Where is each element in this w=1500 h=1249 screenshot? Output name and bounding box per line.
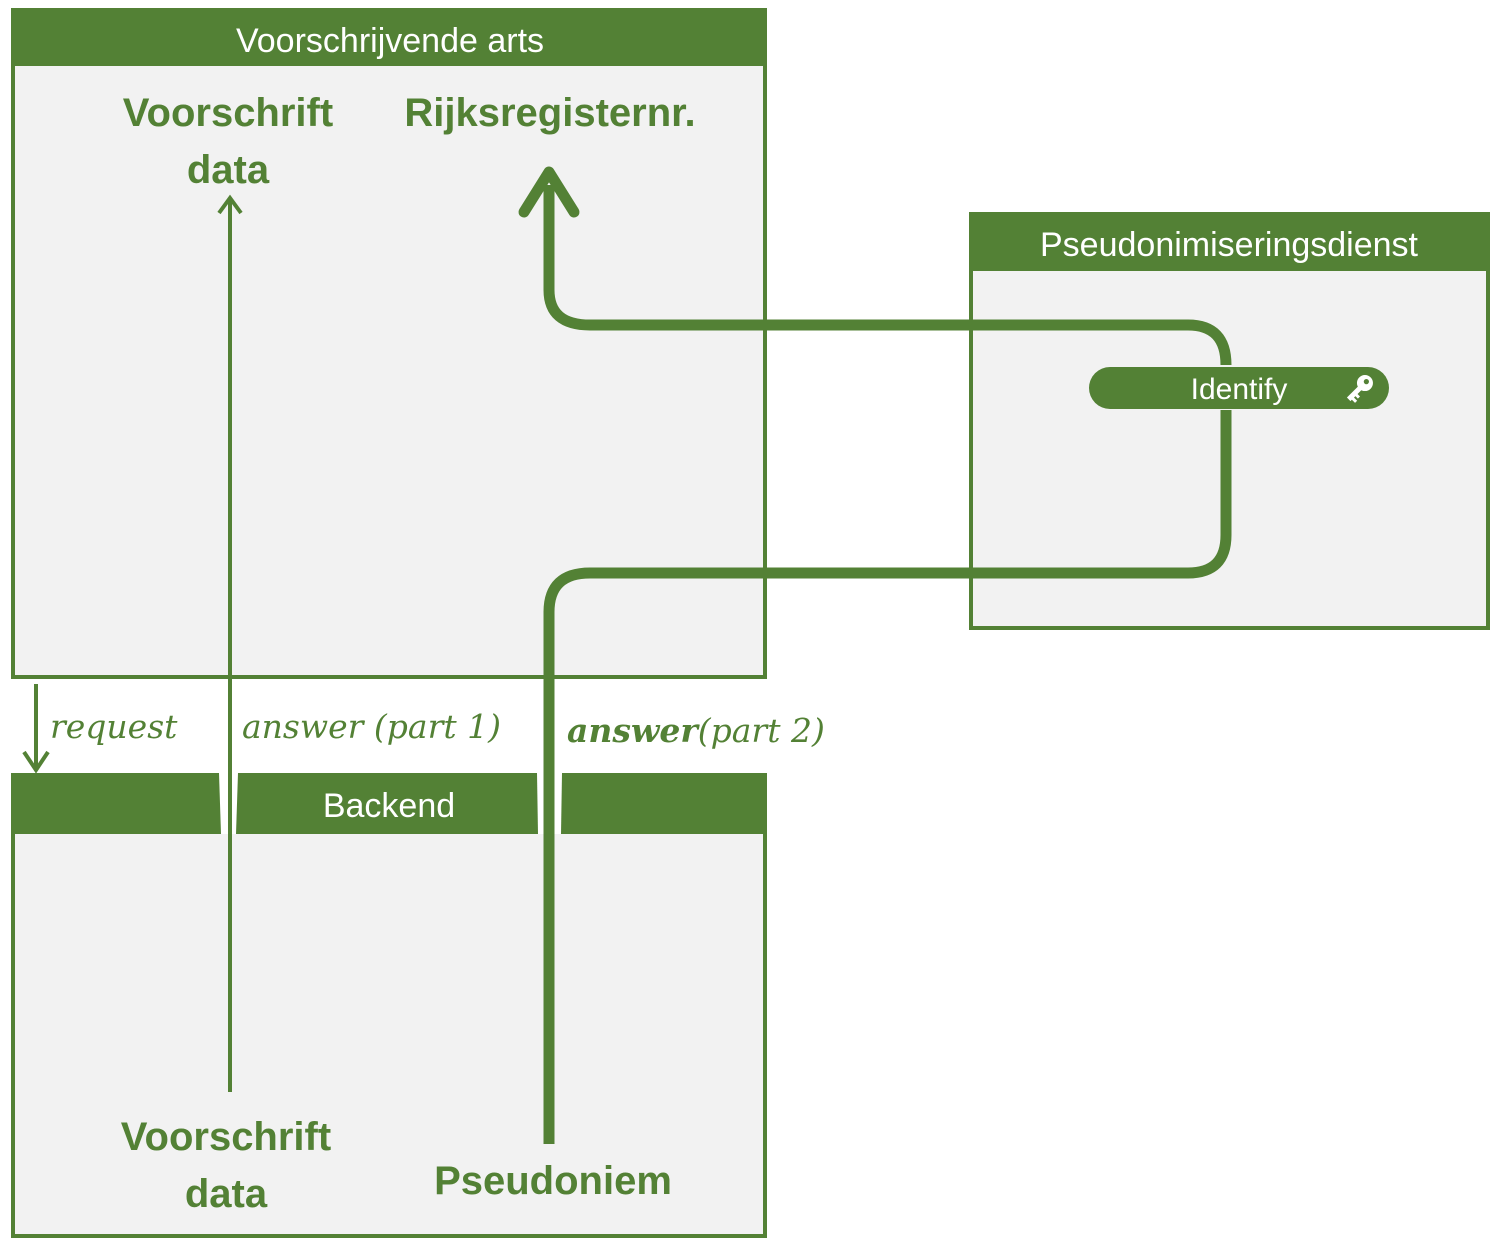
identify-label: Identify <box>1191 373 1288 406</box>
prescriber-header <box>11 8 767 66</box>
pseudonym-label: Pseudoniem <box>434 1159 672 1203</box>
answer-part1-label: answer (part 1) <box>242 707 501 746</box>
request-arrow <box>22 684 50 774</box>
pseudonymization-box: Pseudonimiseringsdienst <box>969 212 1490 630</box>
backend-title: Backend <box>323 787 455 825</box>
national-register-label: Rijksregisternr. <box>404 91 695 135</box>
identify-pill <box>1089 367 1389 409</box>
answer-part1-arrowhead <box>217 194 243 215</box>
prescriber-box: Voorschrijvende arts Voorschrift data Ri… <box>11 8 767 679</box>
request-label: request <box>50 707 178 746</box>
prescriber-title: Voorschrijvende arts <box>236 22 544 60</box>
prescription-data-label-top-line1: Voorschrift <box>123 91 333 135</box>
answer-part2-label-bold: answer <box>567 711 700 750</box>
prescription-data-label-top-line2: data <box>187 148 270 192</box>
prescription-data-label-bottom-line2: data <box>185 1172 268 1216</box>
key-icon <box>1346 375 1373 403</box>
answer-part2-upper-line <box>543 185 1232 366</box>
answer-part2-lower-line <box>543 410 1232 1144</box>
answer-part1-arrow <box>217 194 243 1092</box>
pseudonymization-title: Pseudonimiseringsdienst <box>1040 226 1419 264</box>
identify-step: Identify <box>1089 367 1389 409</box>
request-arrowhead <box>22 750 50 774</box>
answer-part2-path <box>518 166 1232 1144</box>
prescription-data-label-bottom-line1: Voorschrift <box>121 1115 331 1159</box>
answer-part2-label-rest: (part 2) <box>698 711 825 750</box>
pseudonymization-header <box>969 212 1490 271</box>
prescriber-panel <box>11 8 767 679</box>
answer-part2-label: answer(part 2) <box>567 711 825 750</box>
answer-part2-arrowhead <box>518 166 580 218</box>
backend-header <box>11 773 767 834</box>
backend-panel <box>11 773 767 1238</box>
backend-box: Backend Voorschrift data Pseudoniem <box>11 773 767 1238</box>
